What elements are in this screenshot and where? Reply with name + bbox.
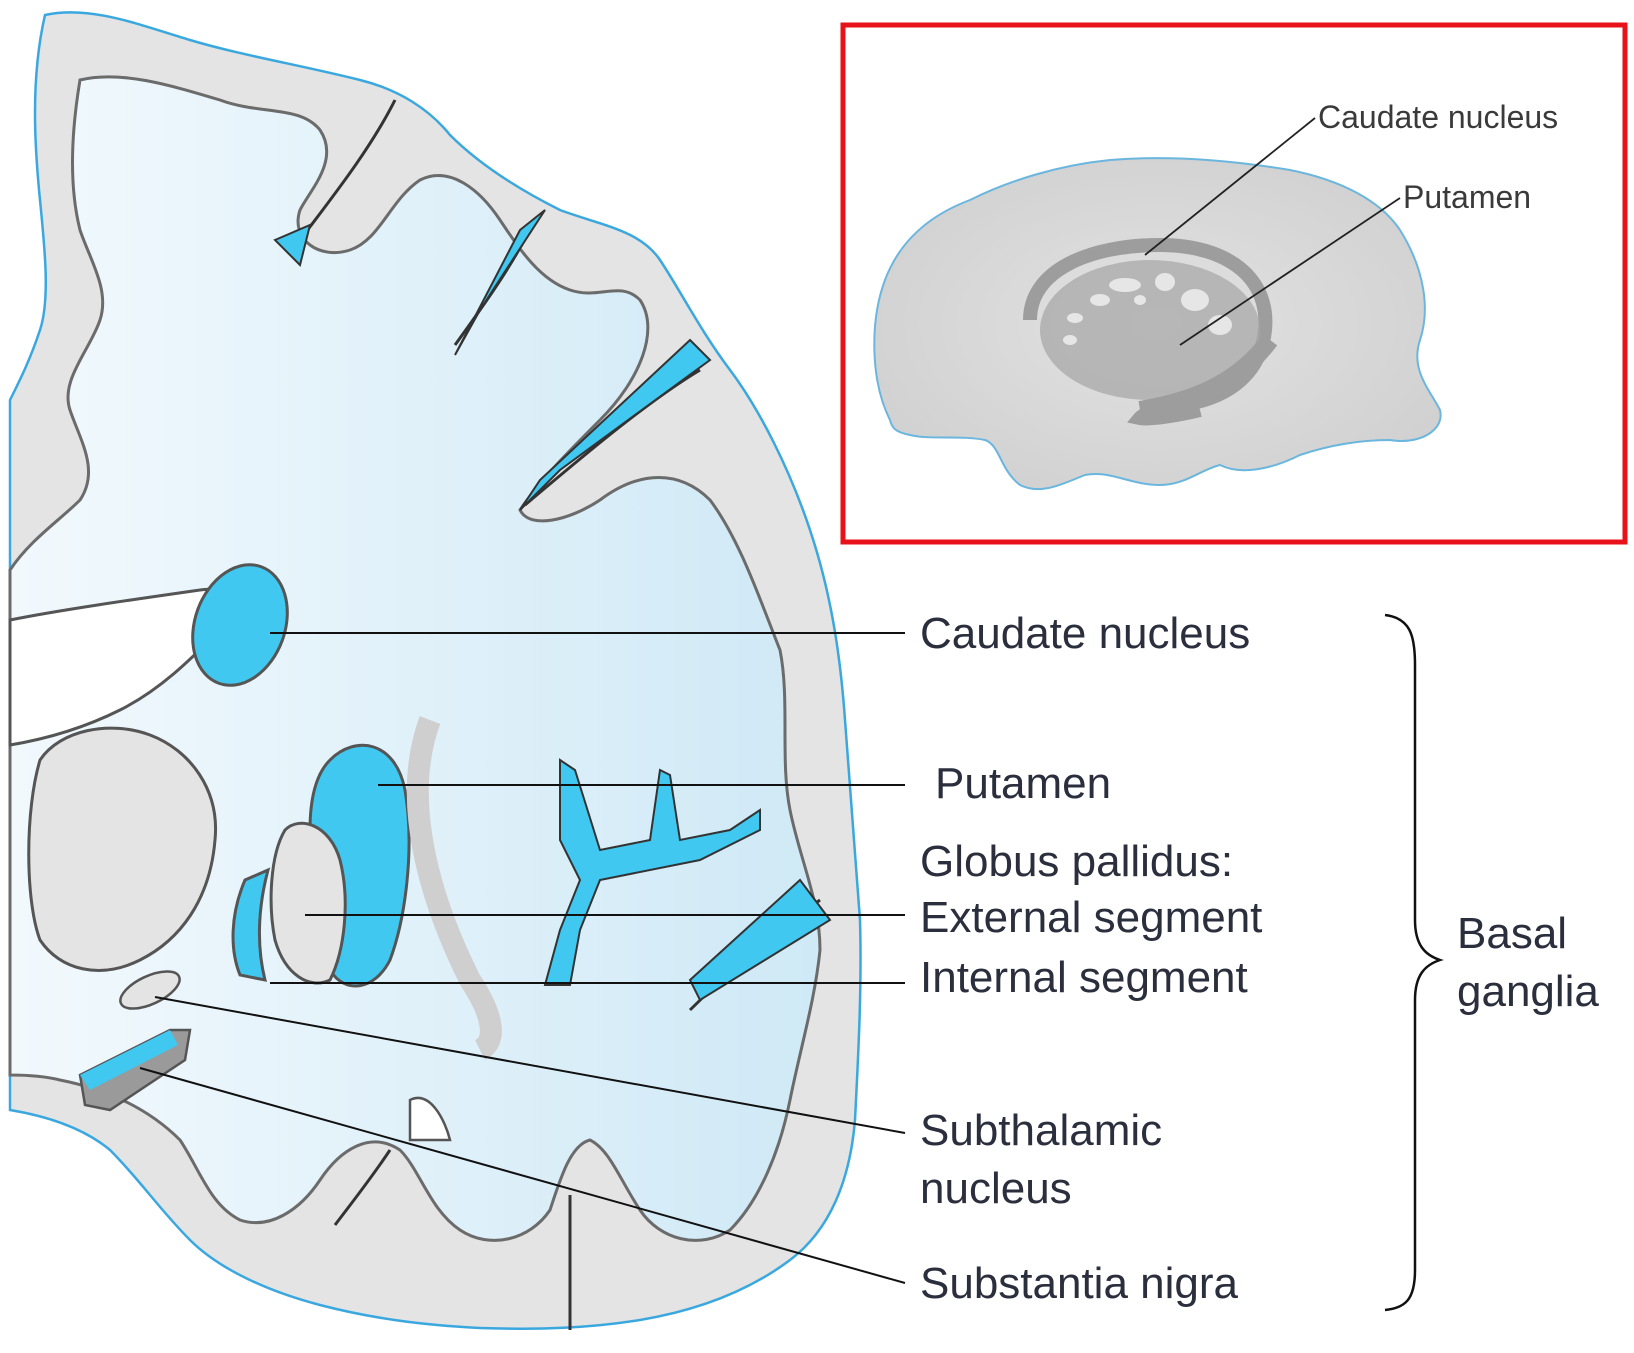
- globus-pallidus-external: [271, 823, 345, 983]
- label-subthalamic-line1: Subthalamic: [920, 1106, 1162, 1155]
- inset-label-caudate: Caudate nucleus: [1318, 99, 1558, 135]
- basal-ganglia-brace: [1385, 615, 1440, 1310]
- label-substantia-nigra: Substantia nigra: [920, 1259, 1239, 1308]
- label-basal: Basal: [1457, 909, 1567, 958]
- label-ganglia: ganglia: [1457, 967, 1599, 1016]
- label-caudate-nucleus: Caudate nucleus: [920, 609, 1250, 658]
- label-internal-segment: Internal segment: [920, 953, 1248, 1002]
- label-globus-pallidus: Globus pallidus:: [920, 837, 1233, 886]
- label-putamen: Putamen: [935, 759, 1111, 808]
- label-subthalamic-line2: nucleus: [920, 1164, 1072, 1213]
- coronal-section: [10, 12, 861, 1330]
- inset-label-putamen: Putamen: [1403, 179, 1531, 215]
- structure-labels: Caudate nucleus Putamen Globus pallidus:…: [920, 609, 1262, 1308]
- label-external-segment: External segment: [920, 893, 1262, 942]
- inset-panel: Caudate nucleus Putamen: [843, 25, 1625, 542]
